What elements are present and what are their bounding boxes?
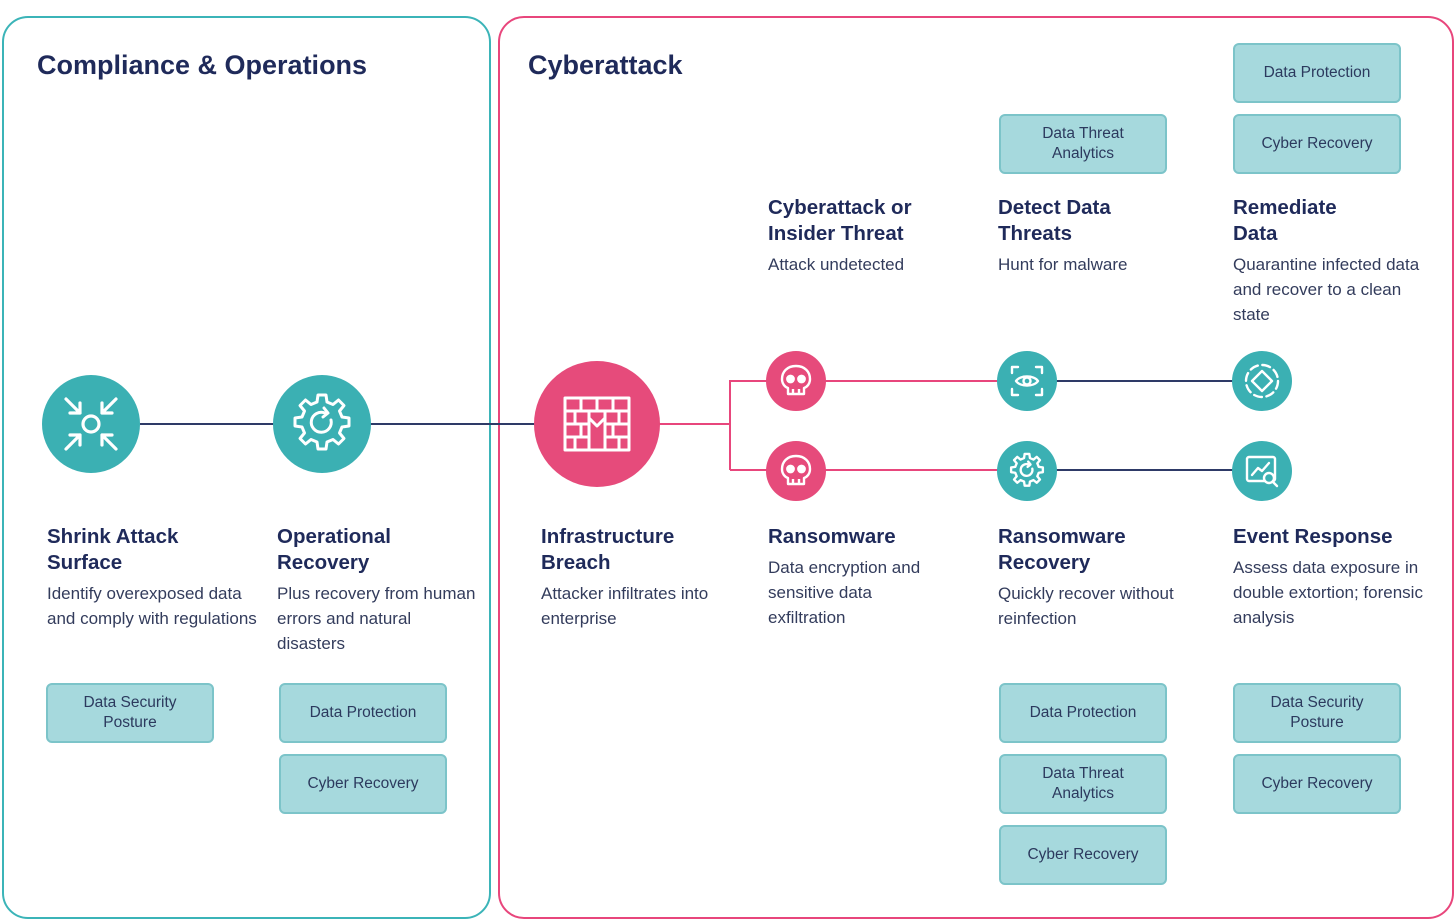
shrink-arrows-icon xyxy=(64,397,118,451)
tag-cyber-recovery: Cyber Recovery xyxy=(999,825,1167,885)
shrink-attack-surface-tags: Data Security Posture xyxy=(46,683,214,743)
remediate-data-stage: Remediate Data Quarantine infected data … xyxy=(1233,195,1423,327)
tag-data-threat-analytics: Data Threat Analytics xyxy=(999,114,1167,174)
tag-data-protection: Data Protection xyxy=(279,683,447,743)
stage-title: Remediate Data xyxy=(1233,196,1337,245)
shrink-attack-surface-stage: Shrink Attack Surface Identify overexpos… xyxy=(47,524,257,631)
tag-cyber-recovery: Cyber Recovery xyxy=(1233,754,1401,814)
stage-description: Attack undetected xyxy=(768,255,905,274)
operational-recovery-tags: Data Protection Cyber Recovery xyxy=(279,683,447,814)
event-response-stage: Event Response Assess data exposure in d… xyxy=(1233,524,1443,630)
infrastructure-breach-node xyxy=(534,361,660,487)
event-response-tags: Data Security Posture Cyber Recovery xyxy=(1233,683,1401,814)
tag-data-protection: Data Protection xyxy=(999,683,1167,743)
tag-cyber-recovery: Cyber Recovery xyxy=(1233,114,1401,174)
stage-title: Operational Recovery xyxy=(277,525,391,574)
remediate-data-node xyxy=(1232,351,1292,411)
gear-recovery-icon xyxy=(1009,452,1045,487)
stage-description: Data encryption and sensitive data exfil… xyxy=(768,558,921,627)
stage-title: Shrink Attack Surface xyxy=(47,525,179,574)
skull-icon xyxy=(780,364,812,396)
insider-threat-stage: Cyberattack or Insider Threat Attack und… xyxy=(768,195,958,277)
stage-description: Plus recovery from human errors and natu… xyxy=(277,584,476,653)
tag-data-protection: Data Protection xyxy=(1233,43,1401,103)
cyberattack-panel-title: Cyberattack xyxy=(528,50,683,80)
eye-scan-icon xyxy=(1010,365,1044,397)
stage-title: Event Response xyxy=(1233,525,1393,548)
stage-title: Ransomware xyxy=(768,525,896,548)
operational-recovery-node xyxy=(273,375,371,473)
stage-title: Cyberattack or Insider Threat xyxy=(768,196,912,245)
firewall-icon xyxy=(563,396,631,452)
stage-title: Ransomware Recovery xyxy=(998,525,1126,574)
stage-description: Assess data exposure in double extortion… xyxy=(1233,558,1423,627)
tag-cyber-recovery: Cyber Recovery xyxy=(279,754,447,814)
stage-description: Quarantine infected data and recover to … xyxy=(1233,255,1420,324)
stage-title: Infrastructure Breach xyxy=(541,525,675,574)
tag-data-security-posture: Data Security Posture xyxy=(46,683,214,743)
diamond-target-icon xyxy=(1244,363,1280,399)
shrink-attack-surface-node xyxy=(42,375,140,473)
compliance-panel-title: Compliance & Operations xyxy=(37,50,368,80)
operational-recovery-stage: Operational Recovery Plus recovery from … xyxy=(277,524,477,656)
tag-data-security-posture: Data Security Posture xyxy=(1233,683,1401,743)
remediate-data-tags: Cyber Recovery Data Protection xyxy=(1233,43,1401,174)
ransomware-recovery-stage: Ransomware Recovery Quickly recover with… xyxy=(998,524,1188,631)
insider-threat-node xyxy=(766,351,826,411)
chart-search-icon xyxy=(1245,455,1279,488)
ransomware-recovery-tags: Data Protection Data Threat Analytics Cy… xyxy=(999,683,1167,885)
stage-description: Quickly recover without reinfection xyxy=(998,584,1174,628)
gear-recovery-icon xyxy=(293,393,351,451)
tag-data-threat-analytics: Data Threat Analytics xyxy=(999,754,1167,814)
stage-title: Detect Data Threats xyxy=(998,196,1111,245)
stage-description: Attacker infiltrates into enterprise xyxy=(541,584,709,628)
stage-description: Identify overexposed data and comply wit… xyxy=(47,584,257,628)
stage-description: Hunt for malware xyxy=(998,255,1128,274)
skull-icon xyxy=(780,454,812,486)
infrastructure-breach-stage: Infrastructure Breach Attacker infiltrat… xyxy=(541,524,741,631)
detect-data-threats-node xyxy=(997,351,1057,411)
ransomware-stage: Ransomware Data encryption and sensitive… xyxy=(768,524,943,630)
compliance-operations-panel xyxy=(2,16,491,919)
detect-data-threats-tags: Data Threat Analytics xyxy=(999,114,1167,174)
detect-data-threats-stage: Detect Data Threats Hunt for malware xyxy=(998,195,1168,277)
connector-split-top xyxy=(729,380,767,470)
ransomware-node xyxy=(766,441,826,501)
event-response-node xyxy=(1232,441,1292,501)
ransomware-recovery-node xyxy=(997,441,1057,501)
cyberattack-panel xyxy=(498,16,1454,919)
